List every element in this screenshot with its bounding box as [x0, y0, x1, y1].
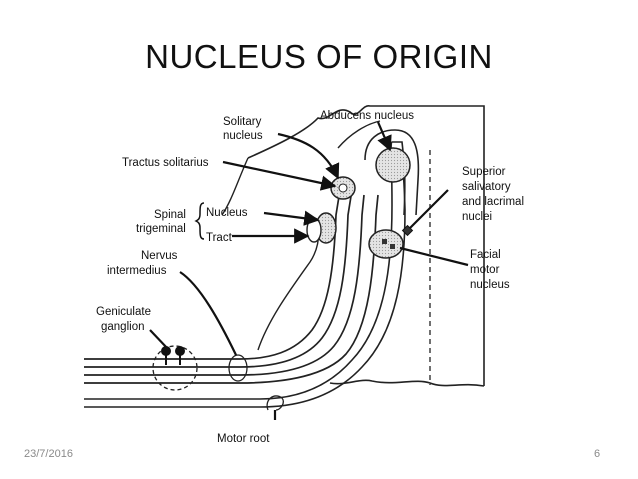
slide-page-number: 6 — [594, 448, 601, 460]
label-facial: Facial — [470, 249, 501, 261]
abducens-nucleus — [375, 147, 411, 183]
label-nervus: Nervus — [141, 250, 178, 262]
facial-motor-cell-2 — [390, 244, 395, 249]
label-trigeminal: trigeminal — [136, 223, 186, 235]
brainstem-left-edge — [221, 157, 249, 216]
label-geniculate: Geniculate — [96, 306, 151, 318]
spinal-trigeminal-tract — [306, 217, 322, 243]
geniculate-ganglion-cells — [161, 346, 185, 365]
label-superior: Superior — [462, 166, 506, 178]
solitary-nucleus-core — [338, 183, 348, 193]
label-ganglion: ganglion — [101, 321, 144, 333]
label-motor: motor — [470, 264, 500, 276]
label-spinal: Spinal — [154, 209, 186, 221]
motor-root-crossing — [266, 395, 284, 411]
label-salivatory: salivatory — [462, 181, 511, 193]
geniculate-ganglion-boundary — [152, 345, 198, 391]
label-tract: Tract — [206, 232, 233, 244]
trigeminal-tract-fiber — [257, 221, 320, 351]
label-intermedius: intermedius — [107, 265, 167, 277]
brainstem-inner-curve — [337, 120, 381, 149]
label-nuclei: nuclei — [462, 211, 492, 223]
label-abducens: Abducens nucleus — [320, 110, 414, 122]
spinal-trigeminal-brace — [194, 202, 205, 240]
label-tractus: Tractus solitarius — [122, 157, 209, 169]
label-solitary-1: Solitary — [223, 116, 262, 128]
facial-motor-cell-1 — [382, 239, 387, 244]
slide-title: NUCLEUS OF ORIGIN — [145, 38, 493, 75]
nervus-intermedius-crossing — [228, 354, 248, 382]
label-lacrimal: and lacrimal — [462, 196, 524, 208]
label-facial-nucleus: nucleus — [470, 279, 510, 291]
slide-date: 23/7/2016 — [24, 448, 73, 460]
label-motor-root: Motor root — [217, 433, 270, 445]
label-solitary-2: nucleus — [223, 130, 263, 142]
label-leader-lines — [149, 121, 469, 420]
label-nucleus: Nucleus — [206, 207, 248, 219]
brainstem-outline — [247, 105, 485, 386]
brainstem-bottom-outline — [329, 379, 485, 387]
salivatory-lacrimal-nuclei — [401, 224, 414, 237]
